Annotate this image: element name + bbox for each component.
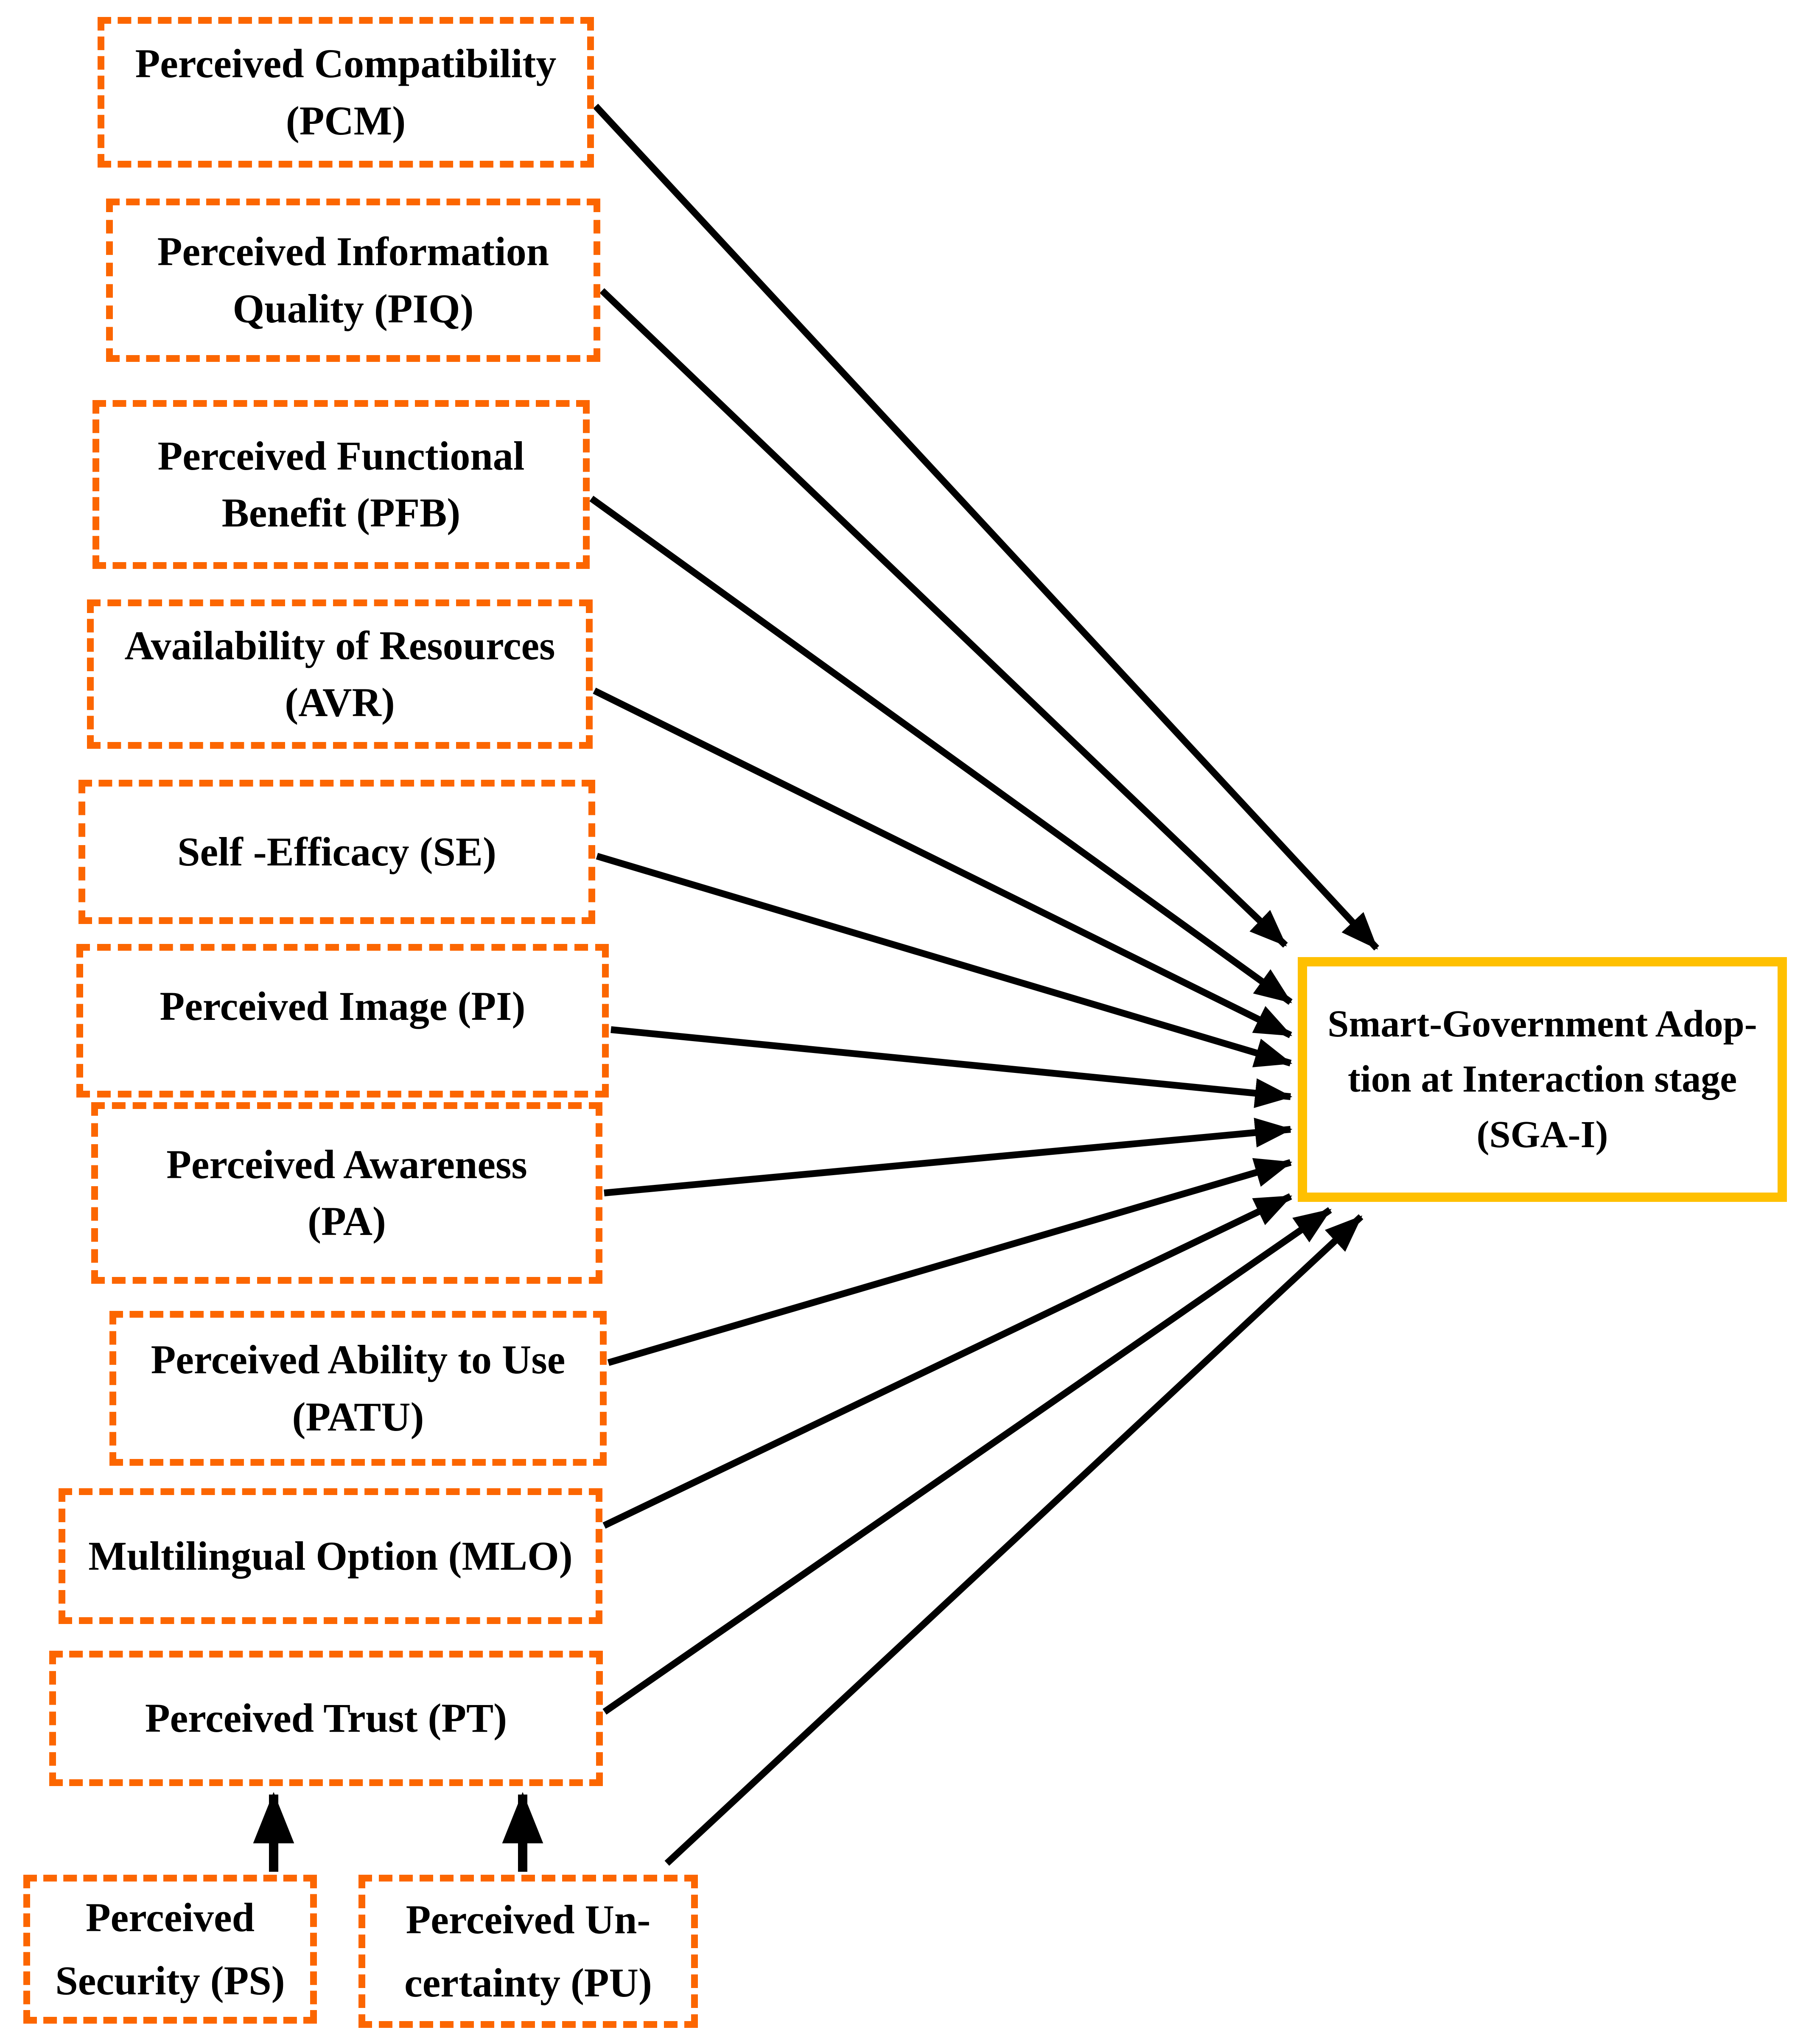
construct-label-line: (PA) <box>308 1198 386 1244</box>
construct-label-line: Perceived Awareness <box>166 1141 527 1187</box>
construct-label-line: Perceived Information <box>157 229 549 274</box>
arrow-pt-to-sgai <box>602 1207 1332 1715</box>
construct-box-pfb: Perceived Functional Benefit (PFB) <box>92 400 590 569</box>
arrow-se-to-sgai <box>596 853 1293 1067</box>
construct-box-patu: Perceived Ability to Use (PATU) <box>109 1311 607 1466</box>
arrow-piq-to-sgai <box>599 288 1288 948</box>
outcome-label-line: (SGA-I) <box>1476 1113 1608 1156</box>
outcome-label-line: Smart-Government Adop- <box>1327 1002 1757 1045</box>
construct-label-line: (AVR) <box>285 680 395 725</box>
construct-label-line: Self -Efficacy (SE) <box>177 829 496 874</box>
construct-label-line: Perceived Image (PI) <box>160 983 526 1029</box>
construct-box-mlo: Multilingual Option (MLO) <box>59 1488 602 1624</box>
arrow-pcm-to-sgai <box>593 104 1379 951</box>
construct-label-line: (PATU) <box>292 1394 424 1439</box>
arrow-pa-to-sgai <box>604 1117 1293 1196</box>
construct-label-line: Perceived Functional <box>157 433 525 479</box>
construct-box-pt: Perceived Trust (PT) <box>49 1651 603 1786</box>
construct-label-line: (PCM) <box>286 98 406 143</box>
construct-label-line: Perceived Ability to Use <box>151 1337 566 1383</box>
construct-box-pi: Perceived Image (PI) <box>76 944 609 1098</box>
construct-label-line: certainty (PU) <box>404 1960 652 2005</box>
construct-box-piq: Perceived Information Quality (PIQ) <box>106 199 600 362</box>
arrow-patu-to-sgai <box>607 1158 1293 1366</box>
construct-box-pcm: Perceived Compatibility (PCM) <box>98 17 594 168</box>
construct-label-line: Quality (PIQ) <box>232 286 474 331</box>
construct-label-line: Perceived <box>85 1894 255 1940</box>
construct-label-line: Security (PS) <box>55 1957 285 2003</box>
construct-box-avr: Availability of Resources (AVR) <box>87 599 593 749</box>
construct-box-pa: Perceived Awareness (PA) <box>91 1102 602 1284</box>
construct-label-line: Multilingual Option (MLO) <box>88 1533 573 1579</box>
construct-box-ps: Perceived Security (PS) <box>23 1875 317 2024</box>
construct-label-line: Perceived Compatibility <box>135 41 557 87</box>
arrow-pu-to-sgai <box>664 1214 1364 1866</box>
outcome-box-sga-i: Smart-Government Adop- tion at Interacti… <box>1298 957 1787 1202</box>
construct-box-pu: Perceived Un- certainty (PU) <box>358 1875 698 2028</box>
arrow-pi-to-sgai <box>610 1026 1293 1108</box>
arrow-avr-to-sgai <box>593 687 1292 1039</box>
construct-label-line: Benefit (PFB) <box>221 490 461 535</box>
arrow-mlo-to-sgai <box>602 1193 1292 1529</box>
arrow-pfb-to-sgai <box>589 496 1293 1005</box>
construct-label-line: Perceived Trust (PT) <box>145 1695 507 1741</box>
construct-label-line: Availability of Resources <box>124 622 555 668</box>
construct-label-line: Perceived Un- <box>406 1896 651 1942</box>
construct-box-se: Self -Efficacy (SE) <box>78 780 595 924</box>
outcome-label-line: tion at Interaction stage <box>1347 1058 1737 1100</box>
